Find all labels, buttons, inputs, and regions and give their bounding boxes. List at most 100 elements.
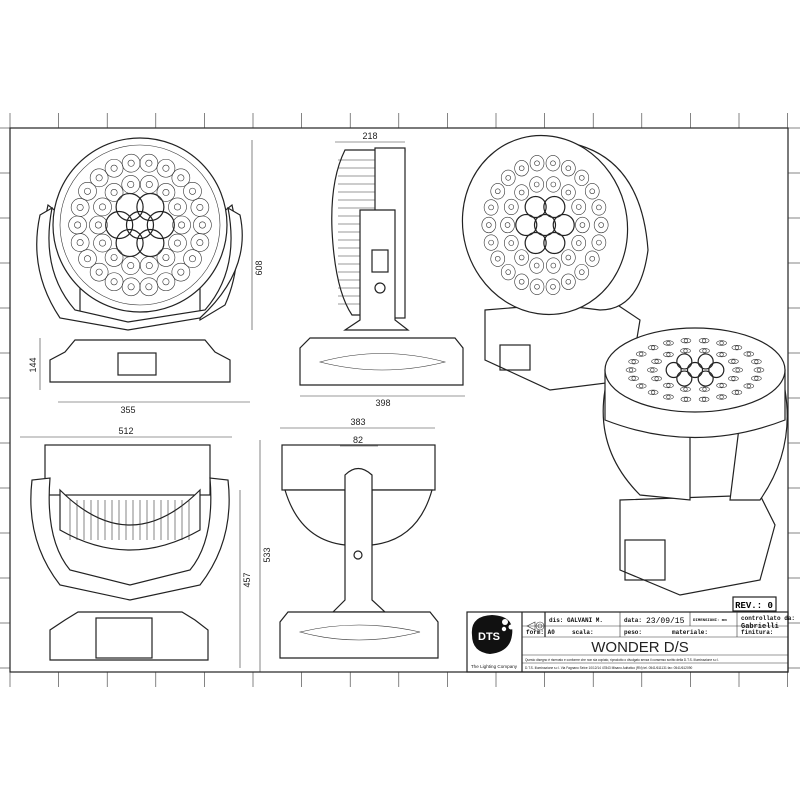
led (500, 264, 516, 281)
led (168, 233, 187, 253)
large-led (697, 370, 714, 387)
led (591, 199, 607, 216)
led (139, 256, 159, 275)
led (751, 359, 762, 365)
led (500, 216, 515, 234)
led (156, 272, 176, 292)
led (481, 216, 497, 234)
large-led (543, 195, 566, 219)
led (699, 386, 710, 392)
dimension-lines (20, 140, 465, 672)
led (625, 367, 637, 373)
led (561, 160, 576, 177)
led (78, 181, 97, 201)
led (546, 176, 561, 193)
led (546, 257, 561, 274)
checked-by-label: controllato da: (741, 615, 795, 622)
led (663, 340, 674, 346)
dim-533: 533 (262, 547, 272, 562)
checked-by: Gabrielli (741, 623, 779, 631)
led (680, 396, 692, 402)
led (728, 375, 739, 382)
led (121, 277, 141, 297)
led (635, 351, 647, 357)
date-label: data: (624, 617, 642, 624)
rear-view (30, 444, 230, 661)
led (574, 169, 590, 186)
led (591, 234, 607, 251)
led (731, 389, 743, 396)
rev-box (732, 596, 777, 612)
dim-457: 457 (242, 572, 252, 587)
led (680, 348, 691, 354)
large-led (515, 213, 538, 237)
large-led (665, 361, 682, 379)
large-led (697, 353, 714, 370)
dim-218: 218 (362, 131, 377, 141)
led (500, 169, 516, 186)
material: materiale: (672, 629, 708, 636)
dim-608: 608 (254, 260, 264, 275)
led (514, 160, 529, 177)
led (139, 153, 159, 173)
title-block (466, 611, 789, 673)
led (121, 256, 141, 275)
drawing-title: WONDER D/S (591, 639, 689, 656)
led (503, 198, 519, 216)
led (104, 183, 124, 202)
led (663, 351, 674, 358)
dim-82: 82 (353, 435, 363, 445)
led (635, 383, 647, 389)
led (503, 234, 519, 252)
led (699, 348, 710, 354)
led (698, 396, 710, 402)
large-led (552, 213, 575, 237)
finish: finitura: (741, 629, 773, 636)
led (70, 198, 90, 217)
led (651, 375, 662, 382)
border-rulers (0, 113, 800, 687)
large-led (676, 370, 693, 387)
led (529, 176, 544, 193)
led (728, 358, 739, 365)
large-led (533, 213, 557, 237)
led (647, 389, 659, 396)
led (663, 382, 674, 389)
led (680, 386, 691, 392)
large-led (524, 231, 547, 255)
dim-144: 144 (28, 357, 38, 372)
units: DIMENSIONI: mm (693, 619, 727, 623)
large-led (543, 231, 566, 255)
led (743, 383, 755, 389)
led (139, 175, 159, 194)
led (89, 168, 109, 188)
led (171, 262, 191, 282)
led (732, 367, 743, 373)
led (514, 273, 529, 290)
led (171, 168, 191, 188)
large-led (105, 210, 134, 240)
led (545, 155, 561, 172)
led (663, 394, 674, 400)
led (529, 155, 545, 172)
format: form: A0 (526, 629, 555, 636)
dim-383: 383 (350, 417, 365, 427)
tagline: The Lighting Company (471, 664, 518, 669)
large-led (146, 210, 175, 240)
led (545, 278, 561, 295)
large-led (676, 353, 693, 370)
front-view (36, 137, 243, 383)
led (93, 233, 112, 253)
led (651, 358, 662, 365)
led (156, 183, 176, 202)
led (628, 359, 639, 365)
led (104, 248, 124, 267)
large-led (125, 210, 155, 240)
led (104, 272, 124, 292)
led (183, 181, 202, 201)
isometric-view-bottom (602, 327, 788, 596)
led (514, 184, 529, 201)
large-led (708, 361, 725, 379)
copyright-notice: Questo disegno è riservato e conforme ch… (525, 658, 719, 662)
